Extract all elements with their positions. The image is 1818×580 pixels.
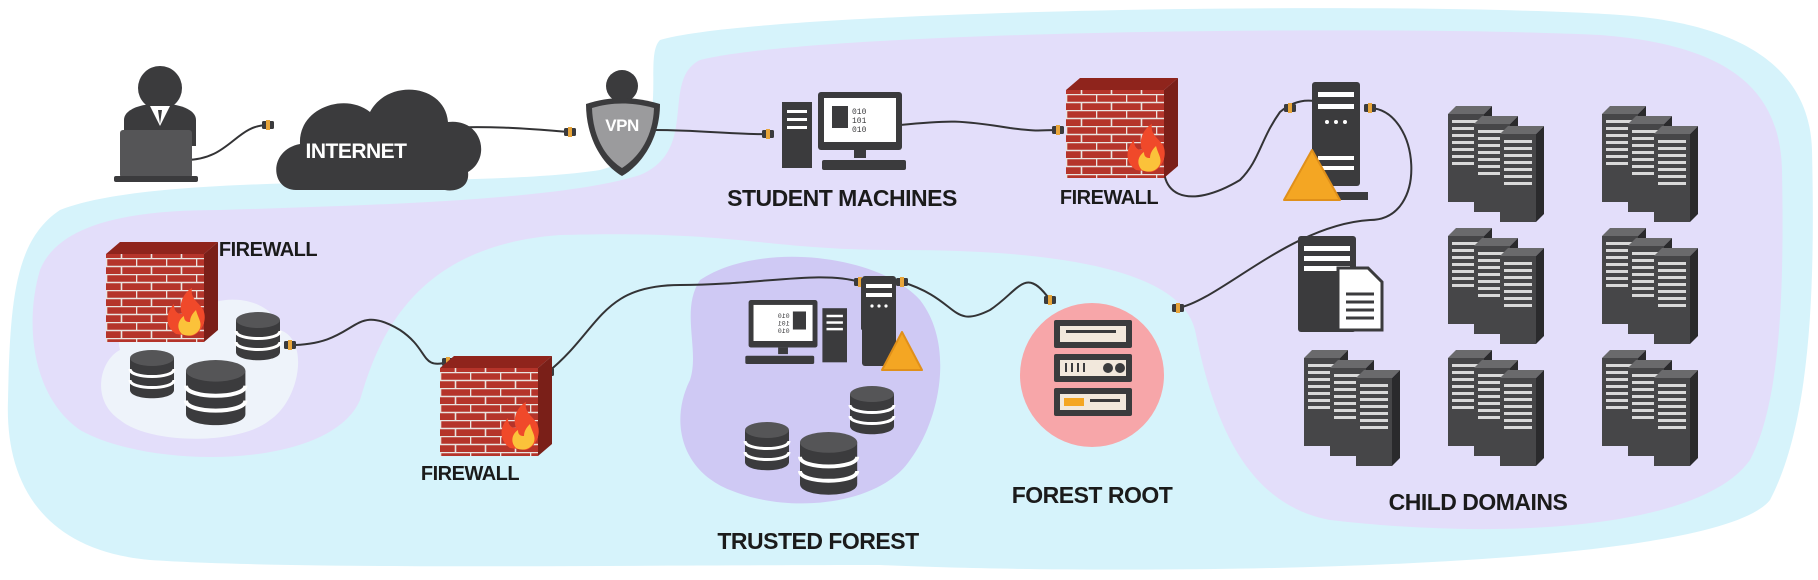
child-domains-label: CHILD DOMAINS <box>1389 489 1568 515</box>
firewall-mid-icon <box>440 356 552 456</box>
database-icon-3 <box>186 360 245 425</box>
vpn-label: VPN <box>605 116 639 135</box>
vpn-shield-icon: VPN <box>586 70 660 176</box>
database-icon-2 <box>128 348 176 400</box>
trusted-forest-db-2 <box>743 420 791 472</box>
trusted-forest-server-icon <box>862 276 896 366</box>
internet-cloud-icon: INTERNET <box>276 89 482 191</box>
database-icon-1 <box>234 310 282 362</box>
internet-label: INTERNET <box>306 140 408 163</box>
forest-root-label: FOREST ROOT <box>1012 482 1173 508</box>
forest-root-server-icon <box>1054 320 1132 416</box>
trusted-forest-warning-icon <box>881 331 923 371</box>
firewall-top-icon <box>1066 78 1178 178</box>
firewall-mid-label: FIREWALL <box>421 463 519 485</box>
cables <box>184 99 1413 373</box>
firewall-top-label: FIREWALL <box>1060 187 1158 209</box>
trusted-forest-db-3 <box>798 430 860 497</box>
student-machines-label: STUDENT MACHINES <box>727 185 957 211</box>
file-server-icon <box>1298 236 1384 332</box>
firewall-left-icon <box>106 242 218 342</box>
trusted-forest-label: TRUSTED FOREST <box>717 528 919 554</box>
firewall-left-label: FIREWALL <box>219 239 317 261</box>
warning-icon <box>1283 149 1341 201</box>
user-laptop-icon <box>114 66 198 182</box>
trusted-forest-db-1 <box>848 384 896 436</box>
